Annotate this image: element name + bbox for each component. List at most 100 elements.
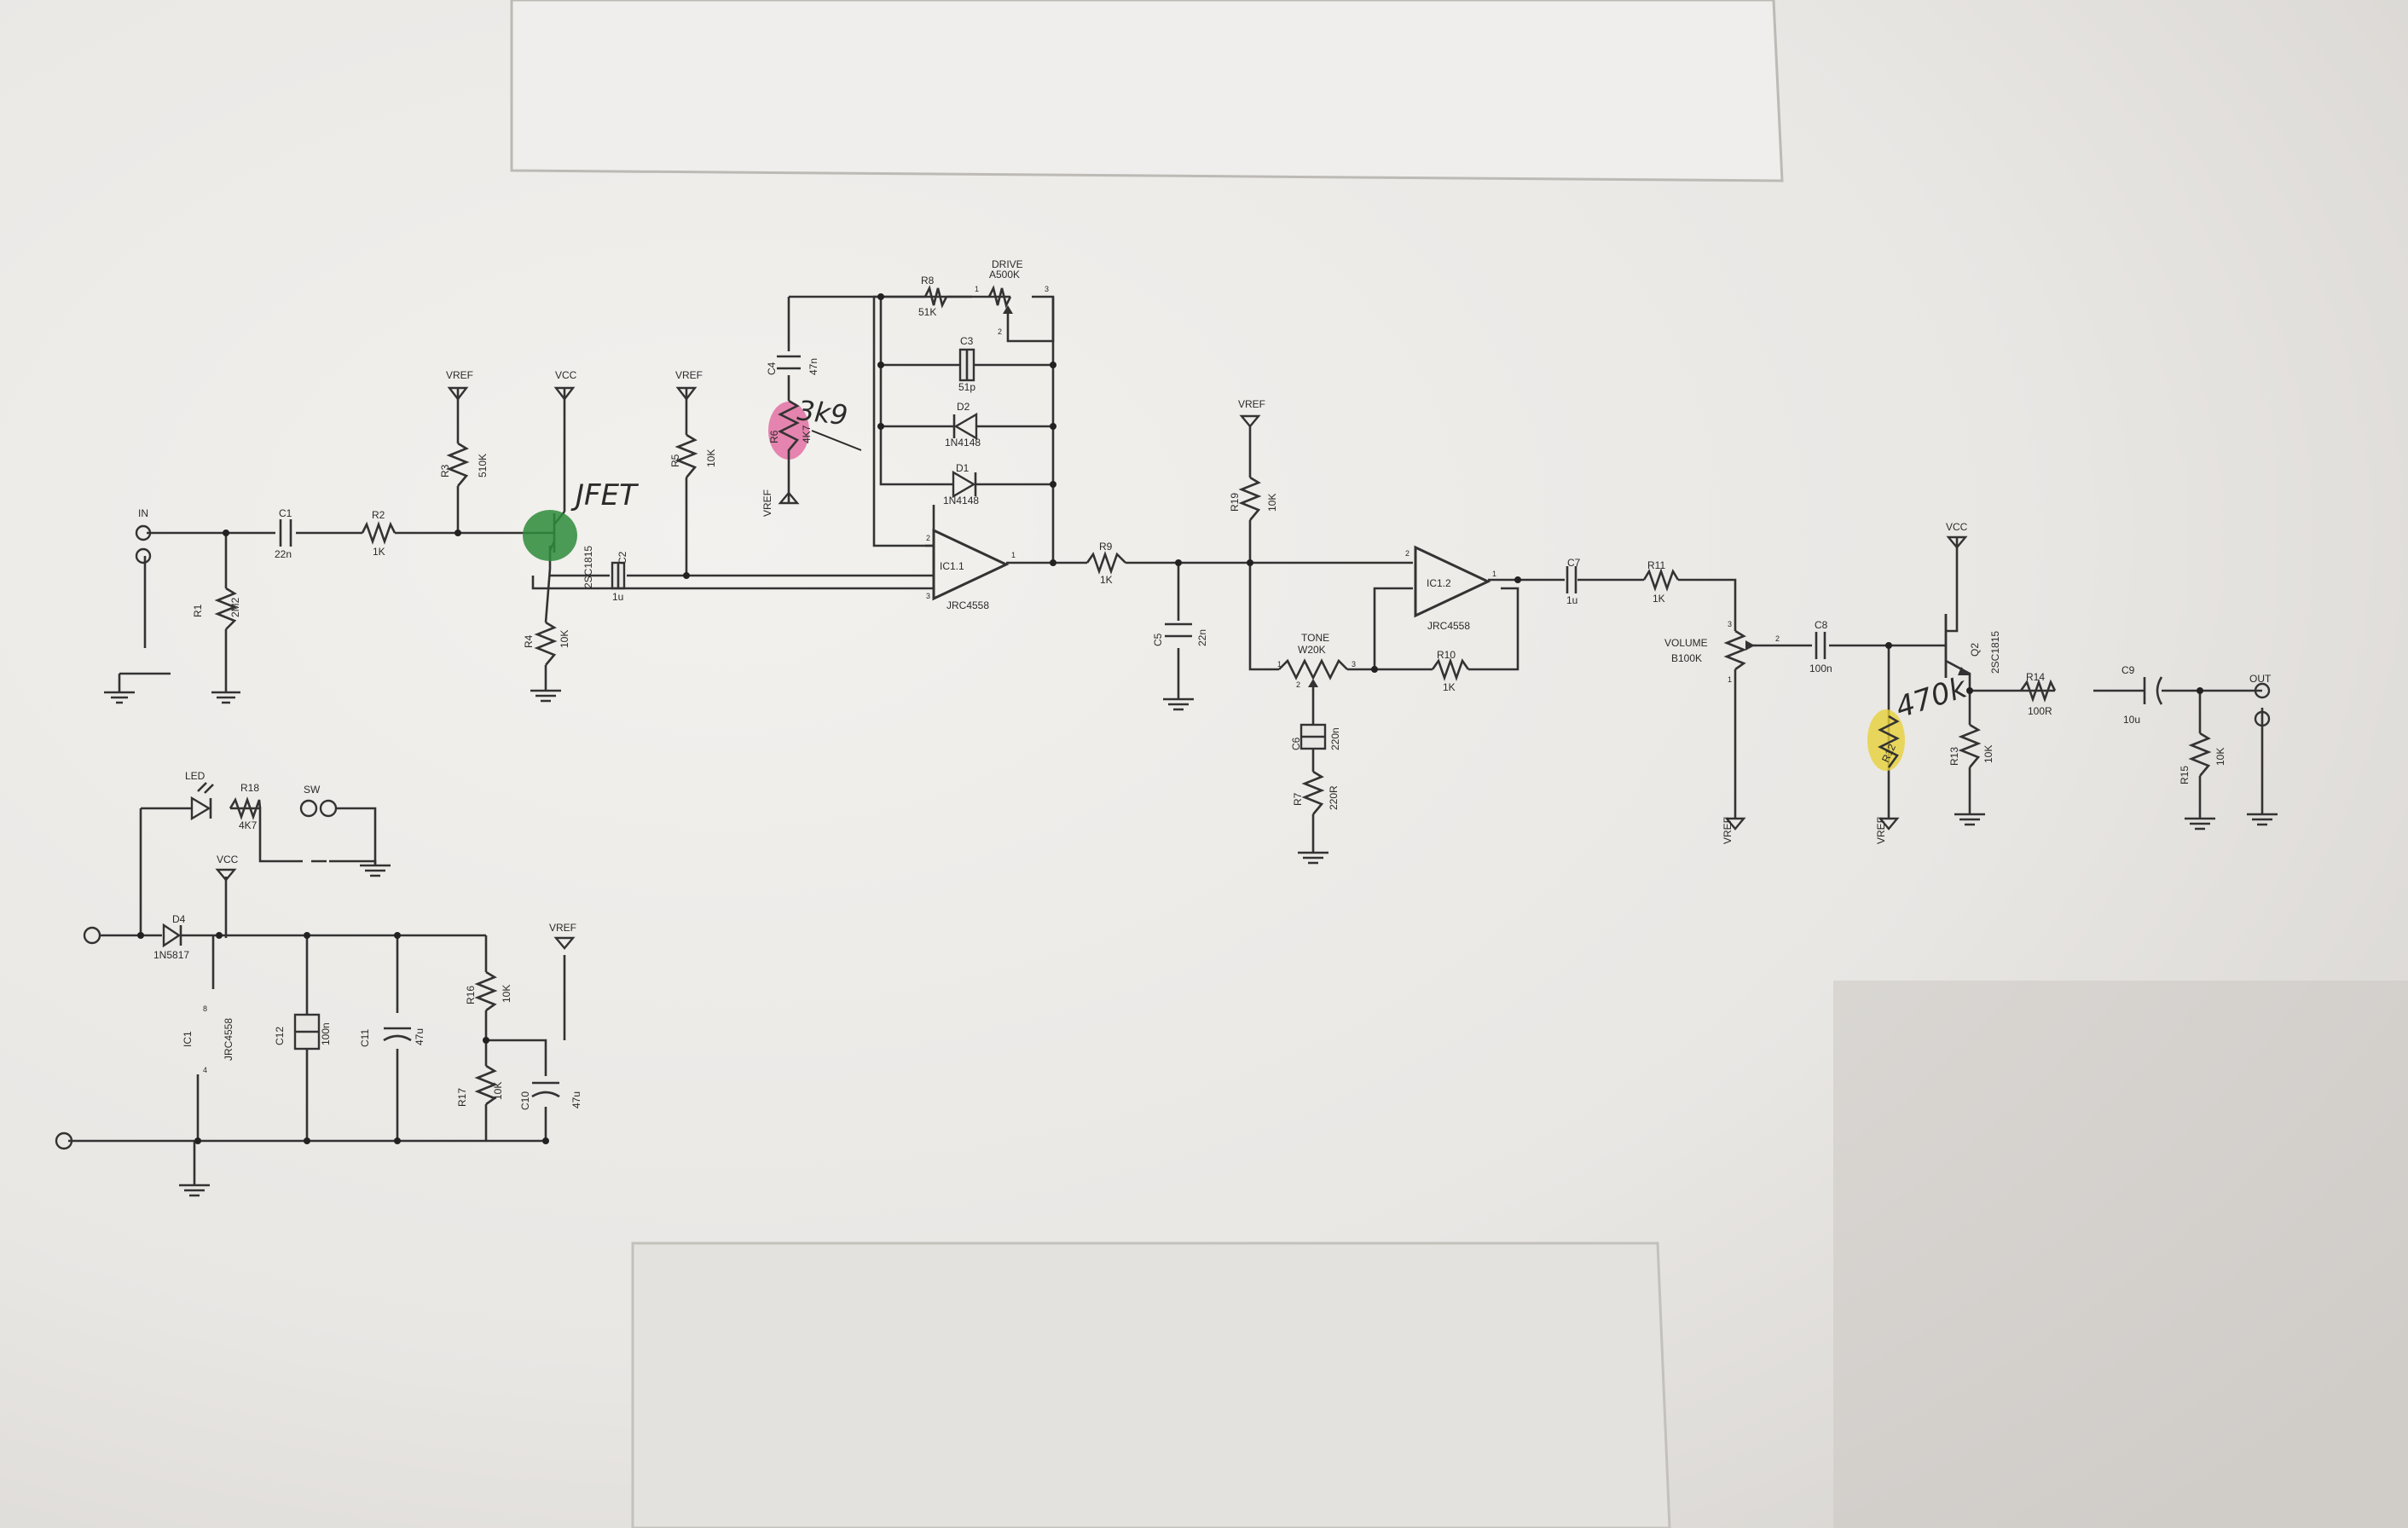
label-r5: R5 [669,454,681,467]
resistor-r2 [361,521,397,545]
label-d1: D1 [956,462,970,474]
label-c2-value: 1u [612,591,623,603]
label-vref-7: VREF [549,922,576,934]
resistor-r17 [474,1064,498,1106]
resistor-r6 [768,399,809,486]
label-c4: C4 [766,362,778,375]
resistor-r8 [923,285,948,309]
handwritten-jfet: JFET [570,478,639,512]
label-c12-value: 100n [320,1022,332,1045]
capacitor-c4 [777,355,801,370]
resistor-r4 [534,621,558,666]
label-drive-pin2: 2 [998,327,1002,336]
label-ic1-1-pin1: 1 [1011,551,1016,559]
resistor-r13 [1958,723,1982,768]
diode-d4 [162,923,182,948]
label-ic1-pin8: 8 [203,1004,207,1013]
label-ic1-2-pin5: 2 [1405,549,1409,558]
transistor-q2 [1944,614,1970,678]
opamp-ic1-2 [1414,545,1491,618]
label-r14-value: 100R [2028,705,2052,717]
label-c3: C3 [960,335,974,347]
ground-symbols [104,674,2278,1197]
potentiometer-volume[interactable] [1723,629,1757,671]
label-r16-value: 10K [501,985,512,1003]
handwritten-3k9-underline [811,430,862,451]
label-r1-value: 2M2 [229,597,241,617]
label-ic1: IC1 [182,1031,194,1047]
resistor-r14 [2019,679,2057,703]
label-in: IN [138,507,148,519]
handwritten-3k9: 3k9 [796,394,849,431]
label-r2: R2 [372,509,385,521]
label-vref-2: VREF [675,369,703,381]
label-volume: VOLUME [1664,637,1708,649]
label-r7: R7 [1292,792,1304,806]
label-r3-value: 510K [477,454,489,478]
label-ic1-pin4: 4 [203,1066,207,1074]
label-c11-value: 47u [414,1028,425,1045]
label-c12: C12 [274,1027,286,1045]
label-ic1-1-value: JRC4558 [946,599,989,611]
resistor-r5 [674,433,698,478]
label-vref-6: VREF [1875,817,1887,844]
potentiometer-tone[interactable] [1278,658,1348,687]
opamp-ic1-1 [531,528,1010,601]
label-c5-value: 22n [1196,629,1208,646]
input-ground-terminal[interactable] [135,547,152,564]
label-r7-value: 220R [1328,785,1340,810]
switch-sw[interactable] [299,799,377,865]
capacitor-c10 [531,1081,560,1098]
label-tone-value: W20K [1298,644,1326,656]
label-c7: C7 [1567,557,1581,569]
led [190,782,214,821]
dc-power-positive-terminal[interactable] [83,926,101,945]
label-c11: C11 [359,1029,371,1047]
label-r17-value: 10K [492,1082,504,1100]
resistor-r9 [1085,551,1126,575]
label-tone-pin2: 2 [1296,680,1300,689]
label-r19: R19 [1229,493,1241,512]
label-r10-value: 1K [1443,681,1456,693]
label-d4-value: 1N5817 [153,949,189,961]
label-volume-pin3: 3 [1728,620,1732,628]
transistor-q1 [523,510,577,561]
label-r4-value: 10K [559,630,570,648]
label-r19-value: 10K [1266,494,1278,512]
label-c9-value: 10u [2123,714,2140,726]
label-tone: TONE [1301,632,1329,644]
label-r18-value: 4K7 [239,819,258,831]
label-c9: C9 [2121,664,2135,676]
label-c6: C6 [1290,737,1302,750]
label-tone-pin1: 1 [1277,660,1282,668]
dc-power-ground-terminal[interactable] [55,1132,73,1150]
output-ground-terminal[interactable] [2254,710,2271,727]
label-r15-value: 10K [2214,748,2226,766]
resistor-r3 [446,442,470,487]
label-c8-value: 100n [1809,663,1832,674]
label-r4: R4 [523,634,535,648]
bottom-paper-sheet [631,1242,1671,1528]
components [55,285,2278,1197]
input-jack-terminal[interactable] [135,524,152,541]
potentiometer-drive[interactable] [987,285,1013,331]
label-vcc-3: VCC [217,854,239,865]
label-vref-1: VREF [446,369,473,381]
label-drive-pin3: 3 [1045,285,1049,293]
label-q2-value: 2SC1815 [1989,631,2001,674]
label-c5: C5 [1152,633,1164,646]
label-volume-pin1: 1 [1728,675,1732,684]
label-c4-value: 47n [807,358,819,375]
label-c2: C2 [616,551,628,564]
output-jack-terminal[interactable] [2254,682,2271,699]
label-ic1-2-pin7: 1 [1492,570,1496,578]
label-vref-5: VREF [1722,817,1734,844]
capacitor-c11 [383,1027,412,1042]
label-d4: D4 [172,913,186,925]
capacitor-c12 [293,1013,321,1050]
label-volume-value: B100K [1671,652,1702,664]
label-ic1-1-pin3: 3 [926,592,930,600]
label-out: OUT [2249,673,2272,685]
label-c3-value: 51p [958,381,975,393]
capacitor-c2 [611,561,626,590]
